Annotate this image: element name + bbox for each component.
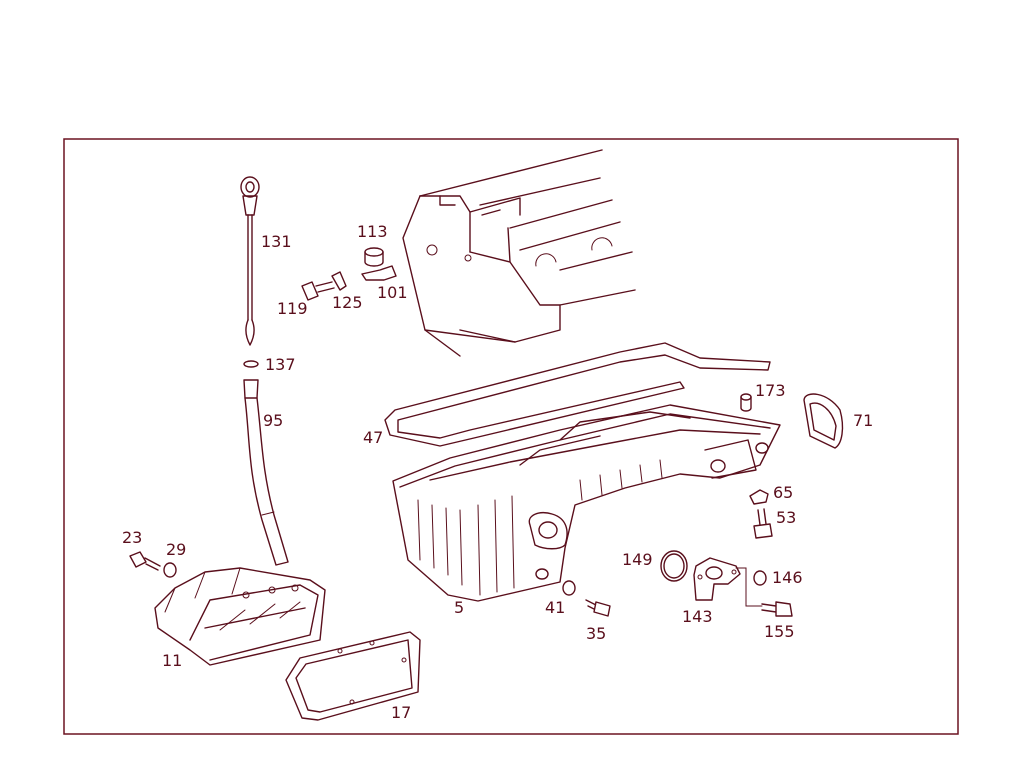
callout-143[interactable]: 143 (682, 607, 713, 626)
housing-143[interactable] (693, 557, 741, 601)
bracket-101[interactable] (361, 265, 397, 281)
bolt-23[interactable] (129, 551, 161, 571)
callout-119[interactable]: 119 (277, 299, 308, 318)
callout-113[interactable]: 113 (357, 222, 388, 241)
bolt-53[interactable] (753, 508, 773, 539)
callout-41[interactable]: 41 (545, 598, 565, 617)
oil-pan[interactable] (392, 404, 781, 602)
callout-149[interactable]: 149 (622, 550, 653, 569)
bolt-119[interactable] (301, 281, 335, 301)
callout-35[interactable]: 35 (586, 624, 606, 643)
clip-125[interactable] (331, 271, 347, 291)
callout-71[interactable]: 71 (853, 411, 873, 430)
callout-173[interactable]: 173 (755, 381, 786, 400)
o-ring-137[interactable] (243, 360, 259, 368)
drain-plug-35[interactable] (585, 599, 611, 617)
leader-lines (735, 567, 763, 607)
washer-41[interactable] (562, 580, 576, 596)
callout-155[interactable]: 155 (764, 622, 795, 641)
oil-pan-gasket[interactable] (384, 342, 771, 447)
guide-tube[interactable] (243, 379, 289, 566)
washer-146[interactable] (753, 570, 767, 586)
callout-17[interactable]: 17 (391, 703, 411, 722)
callout-131[interactable]: 131 (261, 232, 292, 251)
callout-23[interactable]: 23 (122, 528, 142, 547)
o-ring-149[interactable] (660, 550, 688, 582)
callout-11[interactable]: 11 (162, 651, 182, 670)
callout-5[interactable]: 5 (454, 598, 464, 617)
diagram-frame (63, 138, 959, 735)
lower-pan-gasket[interactable] (285, 631, 421, 721)
seal-71[interactable] (803, 393, 844, 449)
dipstick[interactable] (240, 176, 260, 346)
callout-47[interactable]: 47 (363, 428, 383, 447)
lower-oil-pan[interactable] (154, 567, 326, 666)
bushing-113[interactable] (364, 247, 384, 267)
callout-53[interactable]: 53 (776, 508, 796, 527)
callout-95[interactable]: 95 (263, 411, 283, 430)
sleeve-173[interactable] (740, 393, 752, 412)
callout-29[interactable]: 29 (166, 540, 186, 559)
washer-29[interactable] (163, 562, 177, 578)
callout-101[interactable]: 101 (377, 283, 408, 302)
callout-146[interactable]: 146 (772, 568, 803, 587)
callout-125[interactable]: 125 (332, 293, 363, 312)
engine-block (402, 149, 636, 357)
callout-137[interactable]: 137 (265, 355, 296, 374)
clip-65[interactable] (749, 489, 769, 505)
callout-65[interactable]: 65 (773, 483, 793, 502)
bolt-155[interactable] (761, 601, 793, 617)
